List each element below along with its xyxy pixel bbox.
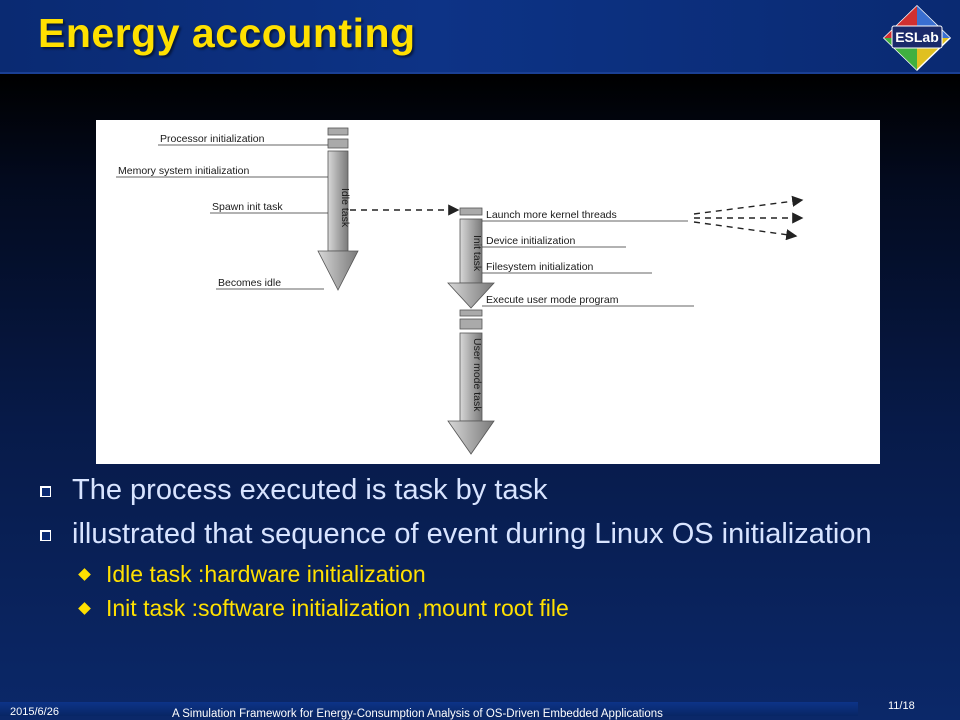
sub-bullet-text: Init task :software initialization ,moun… [106,595,569,621]
logo-text: ESLab [895,29,939,45]
idle-task-label: Idle task [339,188,351,228]
slide-header: Energy accounting ESLab [0,0,960,74]
user-mode-task-label: User mode task [471,338,483,412]
idle-task-arrow: Idle task [317,127,359,291]
label-becomes-idle: Becomes idle [218,277,281,289]
bullet-text: The process executed is task by task [72,474,548,506]
square-bullet-icon [40,530,51,541]
user-mode-task-arrow: User mode task [447,309,495,455]
diamond-bullet-icon [78,568,91,581]
boot-sequence-figure: Idle task Init task User mode task Proce… [96,120,880,464]
label-device-init: Device initialization [486,235,575,247]
square-bullet-icon [40,486,51,497]
slide-title: Energy accounting [38,10,416,56]
eslab-logo: ESLab [882,4,952,72]
label-spawn-init: Spawn init task [212,201,283,213]
bullet-text: illustrated that sequence of event durin… [72,518,872,550]
footer-date: 2015/6/26 [10,706,59,718]
label-memory-init: Memory system initialization [118,165,249,177]
label-filesystem-init: Filesystem initialization [486,261,594,273]
init-task-label: Init task [471,235,483,272]
init-task-arrow: Init task [447,207,495,309]
label-launch-threads: Launch more kernel threads [486,209,617,221]
bullet-list: The process executed is task by task ill… [34,472,934,628]
sub-bullet-item: Init task :software initialization ,moun… [34,594,934,622]
sub-bullet-text: Idle task :hardware initialization [106,561,426,587]
footer-bar [0,702,858,716]
sub-bullet-item: Idle task :hardware initialization [34,560,934,588]
kernel-threads-dashed-arrows [693,195,804,241]
label-processor-init: Processor initialization [160,133,265,145]
page-number: 11/18 [888,700,915,712]
footer-title: A Simulation Framework for Energy-Consum… [172,708,663,720]
diamond-bullet-icon [78,602,91,615]
label-execute-user: Execute user mode program [486,294,619,306]
bullet-item: illustrated that sequence of event durin… [34,516,934,552]
bullet-item: The process executed is task by task [34,472,934,508]
